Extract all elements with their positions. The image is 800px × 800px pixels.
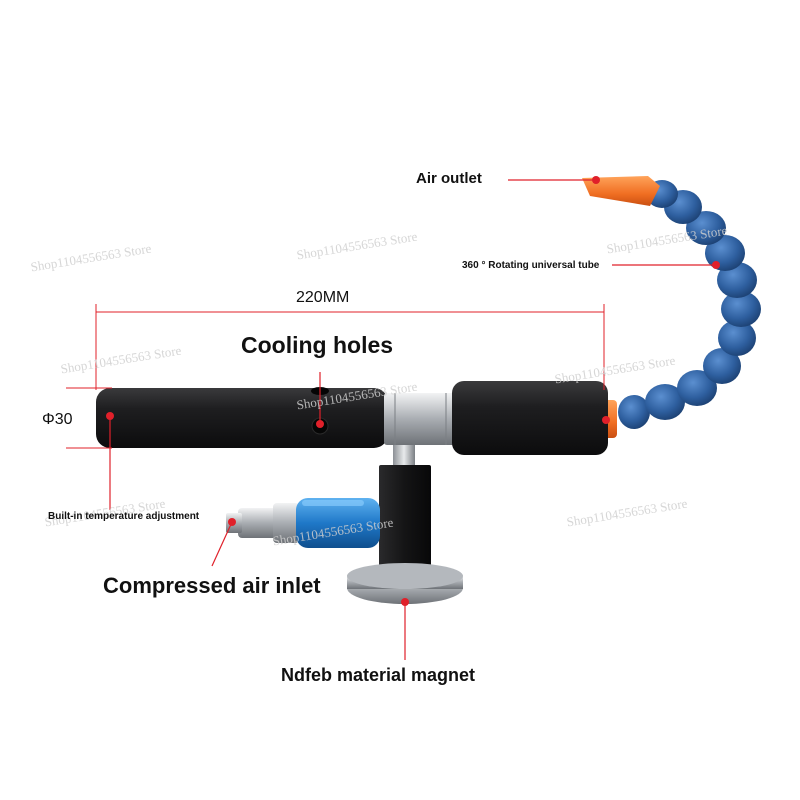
cooling-holes-label: Cooling holes	[241, 332, 394, 358]
swivel-stem	[393, 445, 415, 467]
hot-tube	[452, 381, 608, 455]
steel-collar	[384, 393, 456, 445]
callout-dots	[106, 176, 720, 606]
outlet-nozzle	[582, 176, 660, 206]
flex-hose	[618, 180, 761, 429]
mount-post	[379, 465, 431, 585]
callout-pointers	[109, 179, 716, 660]
air-inlet-coupler	[226, 498, 380, 548]
rotating-tube-label: 360 ° Rotating universal tube	[462, 260, 600, 271]
cold-tube	[96, 388, 388, 448]
temp-adjust-label: Built-in temperature adjustment	[48, 511, 200, 522]
air-inlet-label: Compressed air inlet	[103, 573, 321, 598]
magnet-label: Ndfeb material magnet	[281, 665, 476, 685]
length-dimension	[95, 304, 605, 390]
length-label: 220MM	[296, 289, 350, 306]
air-outlet-label: Air outlet	[416, 170, 482, 187]
diameter-dimension	[66, 387, 112, 449]
diameter-label: Φ30	[42, 411, 73, 428]
